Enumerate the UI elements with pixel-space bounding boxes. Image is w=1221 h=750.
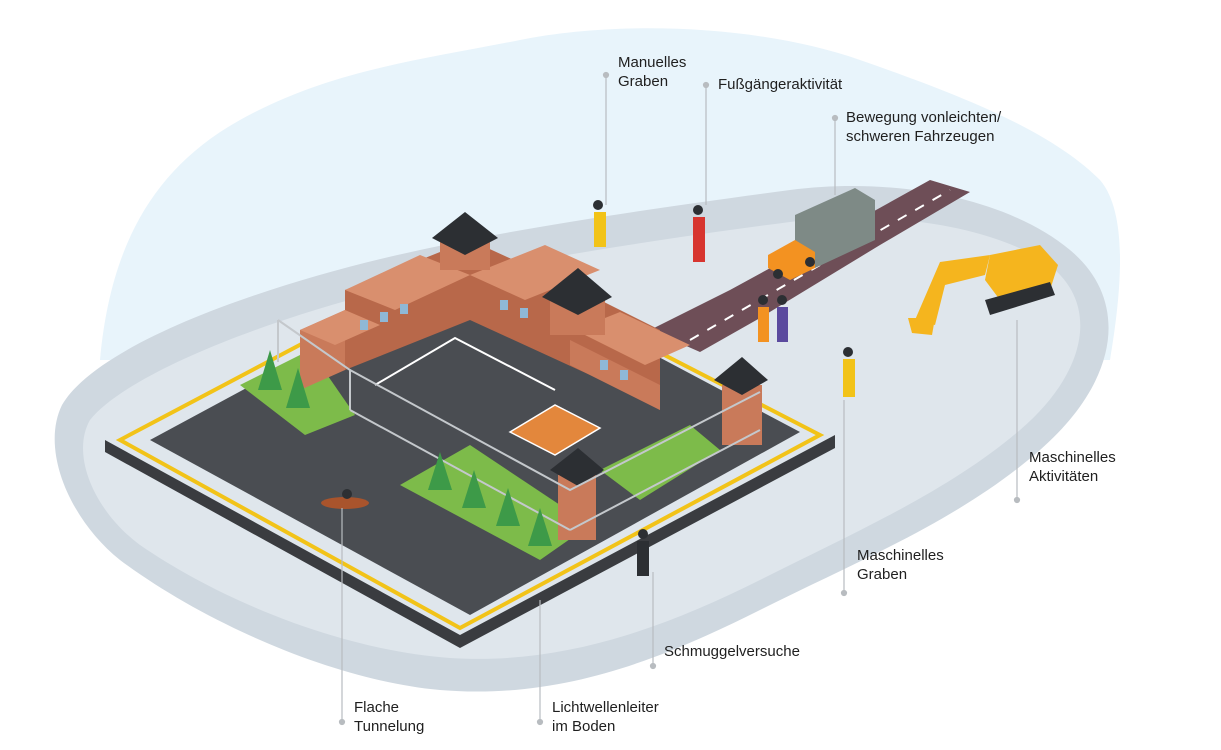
label-line: Aktivitäten: [1029, 468, 1099, 485]
label-fiber: Lichtwellenleiter im Boden: [552, 698, 659, 736]
truck: [768, 188, 875, 280]
label-line: Manuelles: [618, 54, 687, 71]
label-line: Maschinelles: [1029, 449, 1116, 466]
label-line: Tunnelung: [354, 718, 425, 735]
leader-lines: [338, 71, 1021, 726]
label-line: Lichtwellenleiter: [552, 699, 659, 716]
watchtower-top: [432, 212, 498, 270]
label-line: Graben: [618, 73, 669, 90]
security-fence: [277, 319, 761, 531]
label-machine-activity: Maschinelles Aktivitäten: [1029, 448, 1116, 486]
label-pedestrian: Fußgängeraktivität: [718, 75, 842, 94]
watchtower-middle: [542, 268, 612, 335]
label-line: schweren Fahrzeugen: [846, 128, 995, 145]
label-smuggling: Schmuggelversuche: [664, 642, 800, 661]
excavator: [908, 245, 1058, 335]
label-vehicles: Bewegung vonleichten/ schweren Fahrzeuge…: [846, 108, 1001, 146]
label-manual-digging: Manuelles Graben: [618, 53, 686, 91]
label-line: Bewegung vonleichten/: [846, 109, 1002, 126]
label-machine-digging: Maschinelles Graben: [857, 546, 944, 584]
prison-building: [300, 240, 690, 410]
label-line: Graben: [857, 566, 908, 583]
label-tunneling: Flache Tunnelung: [354, 698, 424, 736]
courtyard-marking: [374, 336, 556, 391]
trees: [258, 350, 552, 546]
people: [321, 200, 855, 576]
grass-patch-right: [600, 425, 720, 500]
label-line: im Boden: [552, 718, 616, 735]
basketball-court: [508, 404, 602, 456]
label-line: Schmuggelversuche: [664, 643, 800, 660]
label-line: Flache: [354, 699, 400, 716]
label-line: Fußgängeraktivität: [718, 76, 843, 93]
label-line: Maschinelles: [857, 547, 944, 564]
